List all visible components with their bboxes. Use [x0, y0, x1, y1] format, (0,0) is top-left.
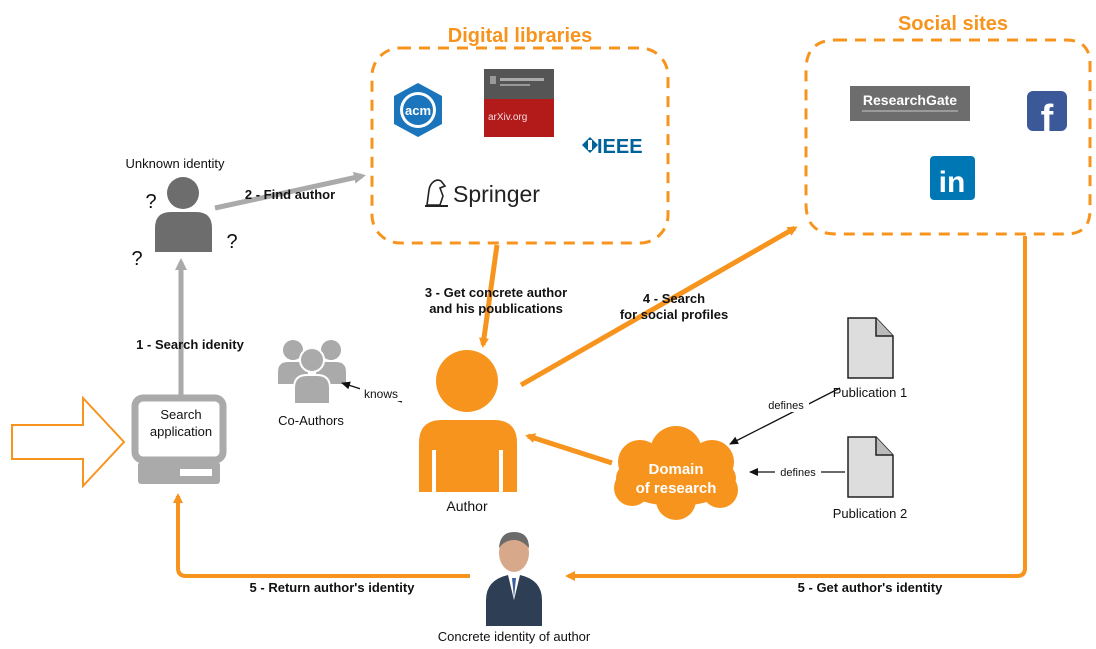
edge-defines-1-label: defines: [768, 400, 804, 412]
publication-1-document-icon: [847, 317, 894, 379]
edge-step5-get-label: 5 - Get author's identity: [798, 580, 943, 595]
arxiv-logo: arXiv.org: [484, 69, 554, 137]
concrete-identity-businessman-icon: [486, 532, 542, 626]
unknown-identity-label: Unknown identity: [126, 156, 225, 171]
input-arrow-icon: [11, 395, 126, 489]
springer-logo: Springer: [425, 179, 540, 207]
edge-return-identity: [173, 493, 470, 578]
edge-get-concrete-author: [479, 244, 500, 348]
edge-search-social: [519, 225, 798, 388]
search-application-label-line2: application: [150, 424, 212, 439]
digital-libraries-title: Digital libraries: [448, 25, 593, 47]
linkedin-logo: in: [930, 156, 975, 200]
search-application-computer-icon: [131, 394, 227, 484]
question-mark-icon: ?: [226, 231, 237, 253]
domain-label-line1: Domain: [648, 461, 703, 478]
facebook-logo: f: [1027, 91, 1067, 140]
domain-of-research-cloud: [614, 426, 738, 520]
digital-libraries-group: [370, 46, 670, 245]
author-label: Author: [446, 498, 488, 514]
social-sites-title: Social sites: [898, 13, 1008, 35]
search-application-label-line1: Search: [160, 407, 201, 422]
question-mark-icon: ?: [145, 191, 156, 213]
co-authors-label: Co-Authors: [278, 413, 344, 428]
researchgate-logo: ResearchGate: [850, 86, 970, 121]
edge-step1-label: 1 - Search idenity: [136, 337, 244, 352]
acm-text: acm: [405, 103, 431, 118]
concrete-identity-label: Concrete identity of author: [438, 629, 591, 644]
linkedin-text: in: [939, 166, 966, 199]
edge-step3-label-line1: 3 - Get concrete author: [425, 285, 567, 300]
publication-2-label: Publication 2: [833, 506, 907, 521]
edge-get-identity: [565, 236, 1027, 581]
domain-label-line2: of research: [636, 480, 717, 497]
springer-text: Springer: [453, 181, 540, 207]
edge-step4-label-line1: 4 - Search: [643, 291, 705, 306]
edge-pub1-defines: [729, 387, 841, 445]
edge-find-author: [214, 171, 366, 211]
question-mark-icon: ?: [131, 248, 142, 270]
edge-defines-2-label: defines: [780, 467, 816, 479]
edge-domain-to-author: [525, 433, 613, 466]
co-authors-group-icon: [278, 340, 346, 405]
arxiv-text: arXiv.org: [488, 112, 527, 123]
edge-step3-label-line2: and his poublications: [429, 301, 563, 316]
acm-logo: acm: [394, 83, 442, 137]
edge-step4-label-line2: for social profiles: [620, 307, 728, 322]
ieee-logo: IEEE: [582, 136, 643, 158]
author-person-icon: [419, 350, 517, 492]
publication-2-document-icon: [847, 436, 894, 498]
social-sites-group: [804, 38, 1092, 236]
edge-step5-return-label: 5 - Return author's identity: [250, 580, 416, 595]
facebook-text: f: [1041, 98, 1054, 140]
unknown-identity-person-icon: [155, 177, 212, 252]
researchgate-text: ResearchGate: [863, 92, 957, 108]
ieee-text: IEEE: [597, 136, 643, 158]
edge-step2-label: 2 - Find author: [245, 187, 335, 202]
edge-knows-label: knows: [364, 387, 398, 401]
publication-1-label: Publication 1: [833, 385, 907, 400]
